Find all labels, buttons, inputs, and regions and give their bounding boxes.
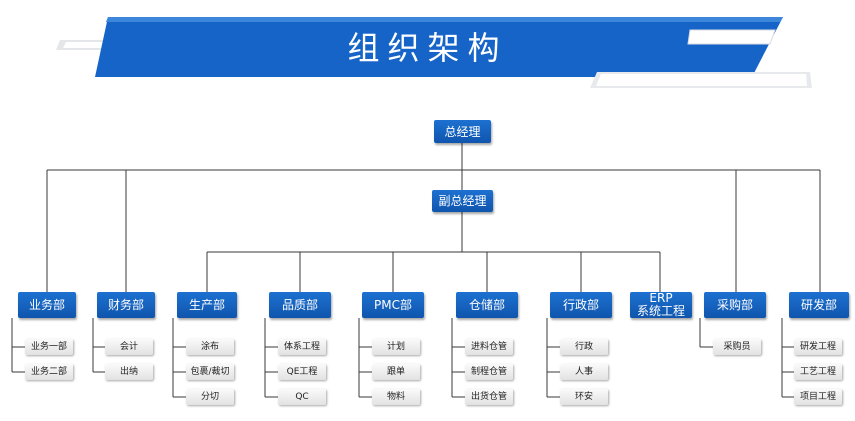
sub-item: 体系工程 [278, 339, 326, 355]
banner-stripe-bottom-right-white [596, 74, 807, 86]
title-banner [56, 17, 812, 88]
node-general-manager: 总经理 [434, 120, 491, 143]
sub-item: 制程仓管 [465, 364, 513, 380]
sub-item: 业务二部 [25, 364, 73, 380]
sub-item: 涂布 [186, 339, 234, 355]
sub-item: 业务一部 [25, 339, 73, 355]
sub-item: QC [278, 389, 326, 405]
dept-rnd: 研发部 [789, 292, 849, 318]
dept-warehouse: 仓储部 [456, 292, 518, 318]
sub-item: QE工程 [278, 364, 326, 380]
sub-item: 跟单 [372, 364, 420, 380]
node-deputy-general-manager: 副总经理 [432, 190, 493, 212]
sub-item: 研发工程 [794, 339, 842, 355]
banner-highlight [106, 17, 783, 22]
sub-item: 会计 [105, 339, 153, 355]
banner-stripe-top-right [687, 29, 776, 45]
sub-item: 采购员 [713, 339, 761, 355]
dept-erp-line2: 系统工程 [636, 304, 685, 318]
sub-item: 工艺工程 [794, 364, 842, 380]
dept-production: 生产部 [177, 292, 237, 318]
dept-business: 业务部 [18, 292, 76, 318]
dept-quality: 品质部 [269, 292, 331, 318]
sub-item: 人事 [560, 364, 608, 380]
banner-main [95, 17, 783, 77]
sub-item: 出纳 [105, 364, 153, 380]
sub-item: 包裹/裁切 [186, 364, 234, 380]
sub-item: 分切 [186, 389, 234, 405]
sub-item: 环安 [560, 389, 608, 405]
dept-pmc: PMC部 [362, 292, 424, 318]
page-title: 组织架构 [347, 29, 508, 67]
sub-item: 物料 [372, 389, 420, 405]
dept-erp: ERP 系统工程 [630, 292, 692, 318]
dept-purchasing: 采购部 [704, 292, 766, 318]
sub-item: 出货仓管 [465, 389, 513, 405]
sub-item: 项目工程 [794, 389, 842, 405]
dept-finance: 财务部 [97, 292, 155, 318]
sub-item: 计划 [372, 339, 420, 355]
sub-item: 进料仓管 [465, 339, 513, 355]
dept-administration: 行政部 [550, 292, 612, 318]
sub-item: 行政 [560, 339, 608, 355]
dept-erp-line1: ERP [649, 291, 673, 305]
